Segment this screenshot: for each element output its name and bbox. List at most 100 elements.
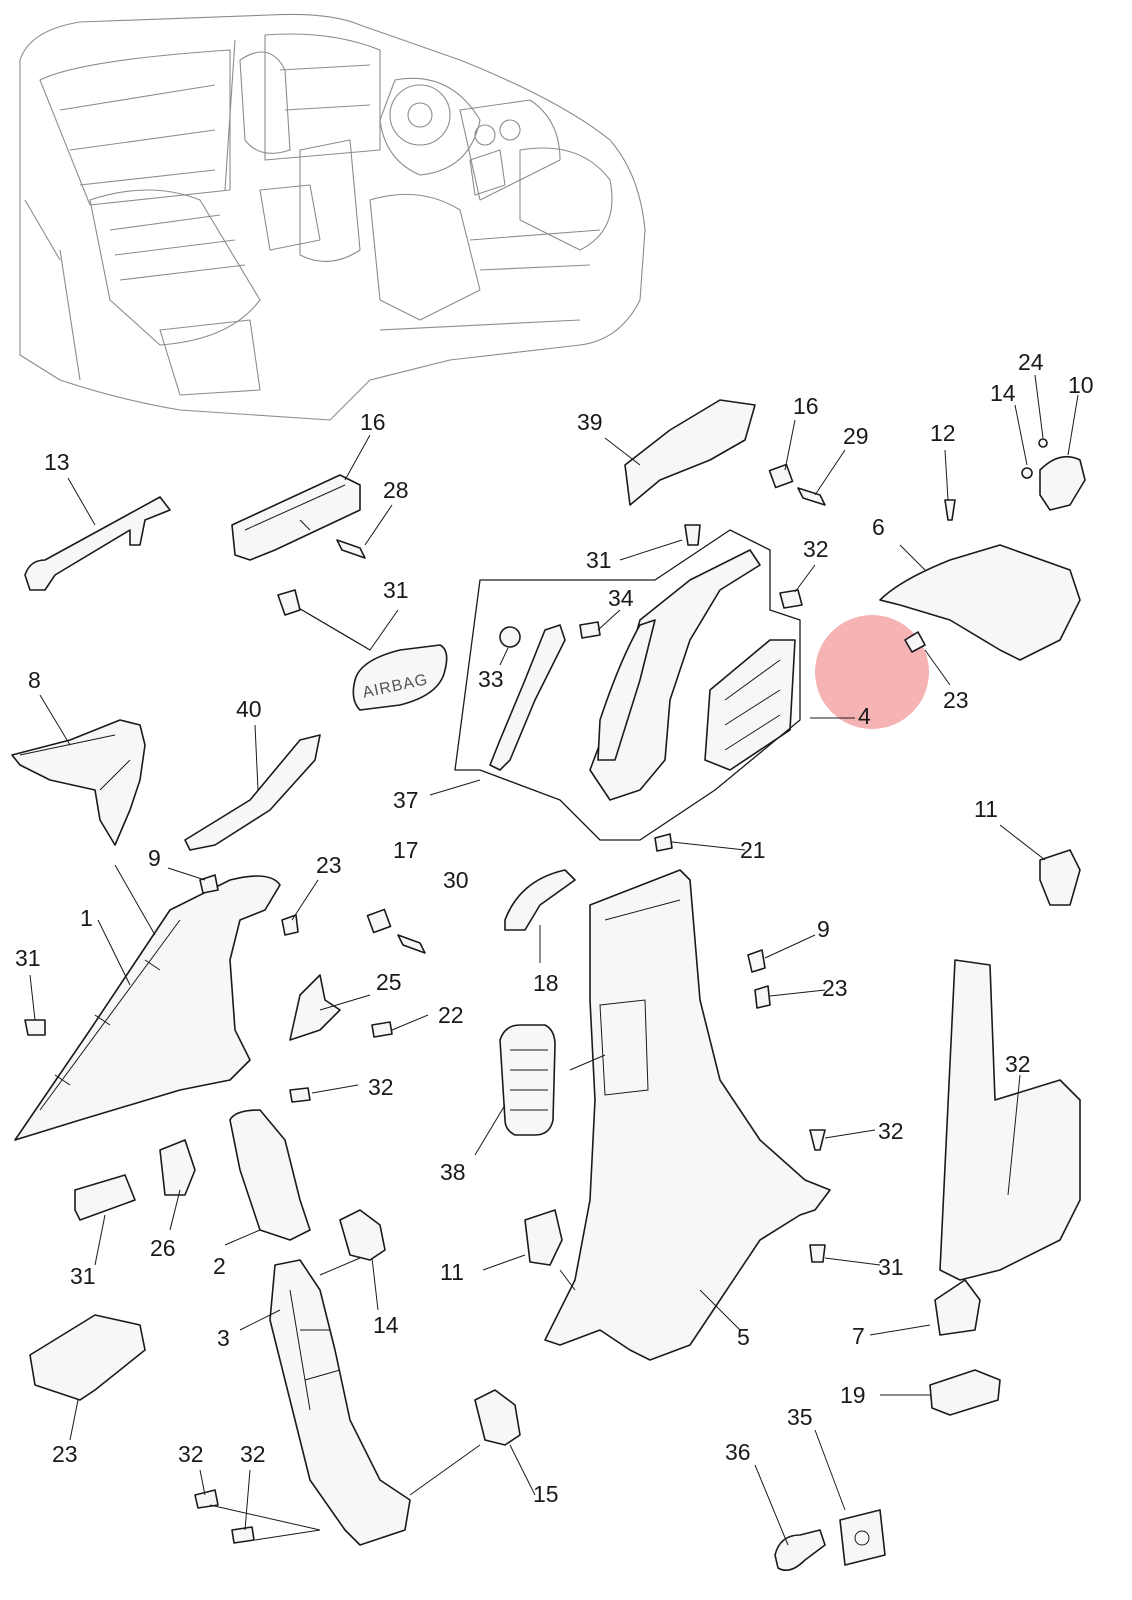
label-32-d: 32 — [1005, 1051, 1031, 1077]
part-31c-pin — [809, 1244, 826, 1263]
part-31a-pin — [684, 524, 701, 546]
part-28a-screw — [797, 487, 826, 506]
part-28b-screw — [336, 539, 366, 559]
label-13: 14 — [990, 380, 1016, 406]
part-16b-nut — [366, 908, 392, 934]
highlight-marker — [815, 615, 929, 729]
label-6: 6 — [872, 514, 885, 540]
label-39: 38 — [440, 1159, 466, 1185]
part-7-clip — [934, 1279, 981, 1336]
part-18-handle — [504, 869, 576, 931]
label-23-b: 23 — [822, 975, 848, 1001]
part-12-clip — [944, 499, 956, 521]
label-11-a: 11 — [974, 796, 998, 822]
part-32b-screw — [289, 1087, 311, 1103]
label-32-a: 32 — [803, 536, 829, 562]
part-39-grille — [499, 1024, 556, 1136]
part-outlines: AIRBAG — [11, 399, 1086, 1571]
leader-lines — [29, 374, 1079, 1546]
callout-labels: 13 16 28 31 8 40 9 23 1 31 25 22 32 2 26… — [15, 349, 1094, 1507]
label-16-b: 17 — [393, 837, 419, 863]
part-4-grille — [704, 639, 796, 771]
part-33-cap — [499, 626, 521, 648]
label-28-c: 30 — [443, 867, 469, 893]
label-32-c: 32 — [878, 1118, 904, 1144]
part-22-screw — [371, 1021, 393, 1038]
part-24-washer — [1038, 438, 1048, 448]
part-32a-screw — [779, 589, 803, 609]
part-36-screw — [774, 1529, 826, 1571]
part-40-trim — [184, 734, 321, 851]
label-26: 26 — [150, 1235, 176, 1261]
label-5: 5 — [737, 1324, 750, 1350]
label-14-b: 15 — [533, 1481, 559, 1507]
label-28-a: 28 — [383, 477, 409, 503]
label-33: 33 — [478, 666, 504, 692]
part-23a-pin — [281, 914, 299, 936]
label-30: 31 — [70, 1263, 96, 1289]
label-9-b: 9 — [817, 916, 830, 942]
label-18: 18 — [533, 970, 559, 996]
part-26-clip — [159, 1139, 196, 1196]
label-31-a: 31 — [586, 547, 612, 573]
label-12: 12 — [930, 420, 956, 446]
part-16a-nut — [768, 463, 794, 489]
part-6-shelf — [879, 544, 1081, 661]
label-14-a: 14 — [373, 1312, 399, 1338]
part-right-lower-pillar — [939, 959, 1081, 1281]
part-29-airbag-badge — [352, 644, 448, 711]
part-23b-pin — [754, 985, 771, 1009]
part-13-washer — [1021, 467, 1033, 479]
part-30-clip — [74, 1174, 136, 1221]
label-32-b: 32 — [368, 1074, 394, 1100]
part-11b-clip — [524, 1209, 563, 1266]
part-35-nut — [839, 1509, 886, 1566]
part-15-bracket — [24, 496, 171, 591]
label-35: 35 — [787, 1404, 813, 1430]
label-23-a: 23 — [316, 852, 342, 878]
part-21-screw — [654, 833, 673, 852]
label-37: 37 — [393, 787, 419, 813]
part-32c-screw — [809, 1129, 826, 1151]
part-5-b-pillar — [544, 869, 831, 1361]
label-16-a: 16 — [793, 393, 819, 419]
part-25-clip — [289, 974, 341, 1041]
part-10-ring — [1039, 455, 1086, 511]
label-2: 2 — [213, 1253, 226, 1279]
label-28-b: 29 — [843, 423, 869, 449]
label-38: 39 — [577, 409, 603, 435]
label-24: 24 — [1018, 349, 1044, 375]
label-36: 36 — [725, 1439, 751, 1465]
label-3: 3 — [217, 1325, 230, 1351]
part-14a-clip — [339, 1209, 386, 1261]
label-34: 34 — [608, 585, 634, 611]
label-10: 10 — [1068, 372, 1094, 398]
car-interior-overview — [19, 13, 646, 421]
label-31-c: 31 — [878, 1254, 904, 1280]
label-31-d: 32 — [178, 1441, 204, 1467]
label-17: 16 — [360, 409, 386, 435]
label-25: 25 — [376, 969, 402, 995]
part-17-bracket — [231, 474, 361, 561]
part-3-lower-pillar — [269, 1259, 411, 1546]
label-4: 4 — [858, 703, 871, 729]
part-31d-pin — [194, 1489, 219, 1509]
label-21: 21 — [740, 837, 766, 863]
label-11-b: 11 — [440, 1259, 464, 1285]
part-9a-pin — [199, 874, 219, 894]
label-29: 31 — [383, 577, 409, 603]
part-8-bracket — [11, 719, 146, 846]
label-40: 40 — [236, 696, 262, 722]
label-31-b: 31 — [15, 945, 41, 971]
label-15: 13 — [44, 449, 70, 475]
part-19-clip — [929, 1369, 1001, 1416]
part-37-strip — [489, 624, 566, 771]
part-1-a-pillar — [14, 875, 281, 1141]
part-28c-screw — [397, 934, 426, 954]
label-32-e: 32 — [240, 1441, 266, 1467]
part-32e-screw — [231, 1526, 255, 1544]
label-19: 19 — [840, 1382, 866, 1408]
part-14b-clip — [474, 1389, 521, 1446]
part-34-screw — [579, 621, 601, 639]
